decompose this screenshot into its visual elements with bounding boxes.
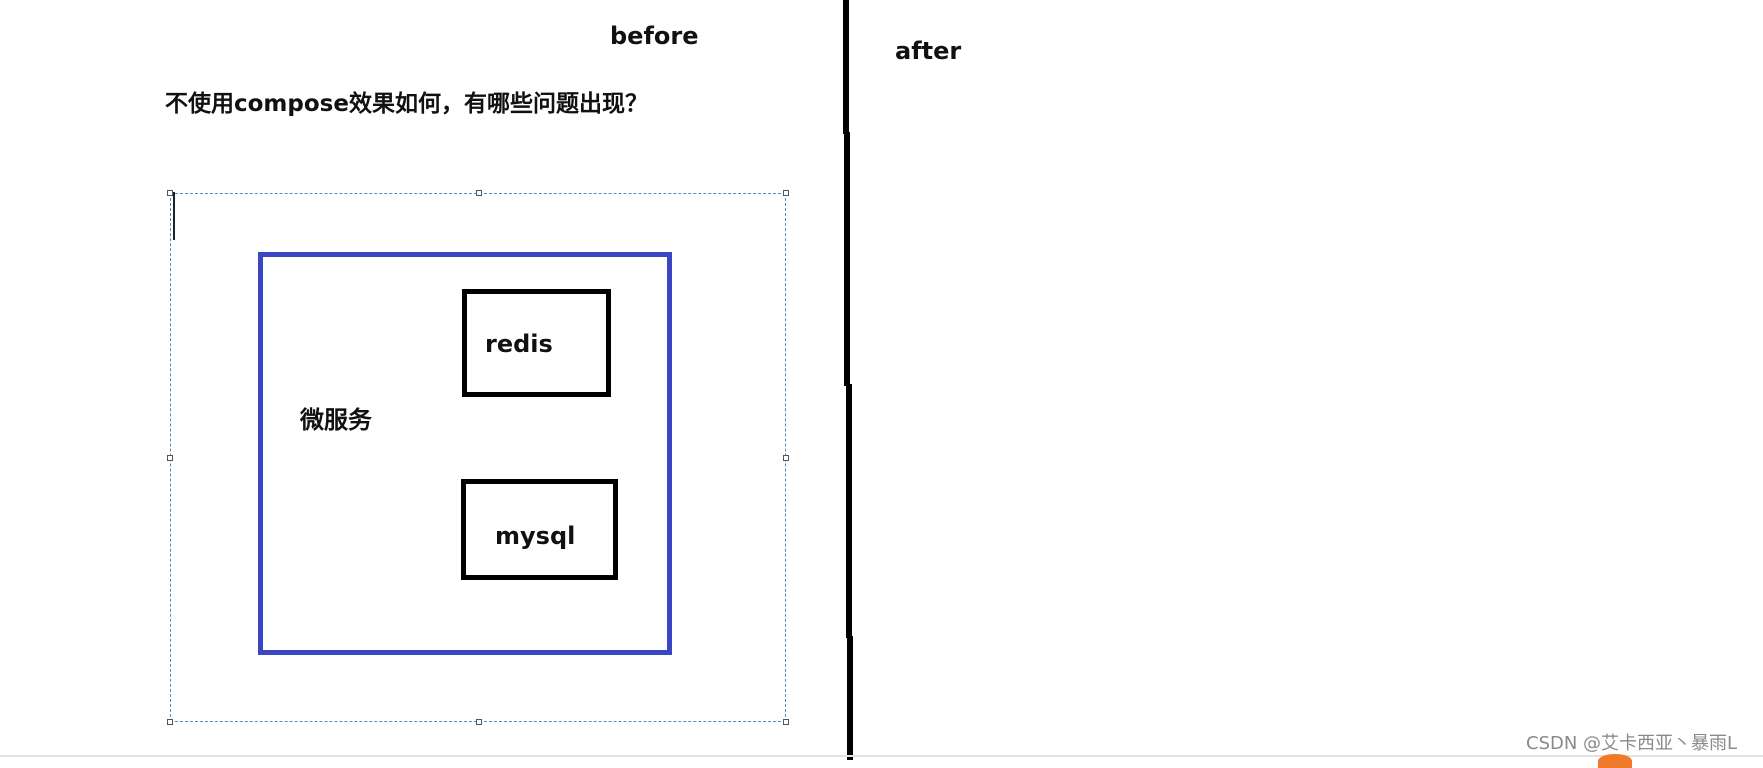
resize-handle-top-left[interactable] bbox=[167, 190, 173, 196]
redis-box bbox=[462, 289, 611, 397]
divider-segment bbox=[846, 384, 852, 638]
resize-handle-bottom-left[interactable] bbox=[167, 719, 173, 725]
resize-handle-middle-right[interactable] bbox=[783, 455, 789, 461]
resize-handle-bottom-right[interactable] bbox=[783, 719, 789, 725]
resize-handle-bottom-center[interactable] bbox=[476, 719, 482, 725]
watermark: CSDN @艾卡西亚丶暴雨L bbox=[1526, 733, 1738, 754]
text-caret bbox=[173, 192, 175, 240]
orange-corner-mark bbox=[1598, 754, 1632, 768]
microservice-box bbox=[258, 252, 672, 655]
resize-handle-top-right[interactable] bbox=[783, 190, 789, 196]
question-text: 不使用compose效果如何，有哪些问题出现？ bbox=[165, 91, 648, 117]
mysql-label: mysql bbox=[495, 522, 576, 550]
resize-handle-top-center[interactable] bbox=[476, 190, 482, 196]
redis-label: redis bbox=[485, 330, 553, 358]
resize-handle-middle-left[interactable] bbox=[167, 455, 173, 461]
before-heading: before bbox=[610, 22, 699, 50]
bottom-rule bbox=[0, 755, 1763, 757]
divider-segment bbox=[843, 0, 849, 134]
mysql-box bbox=[461, 479, 618, 580]
after-heading: after bbox=[895, 37, 962, 65]
microservice-label: 微服务 bbox=[300, 406, 372, 434]
divider-segment bbox=[844, 132, 850, 386]
divider-segment bbox=[847, 636, 853, 760]
